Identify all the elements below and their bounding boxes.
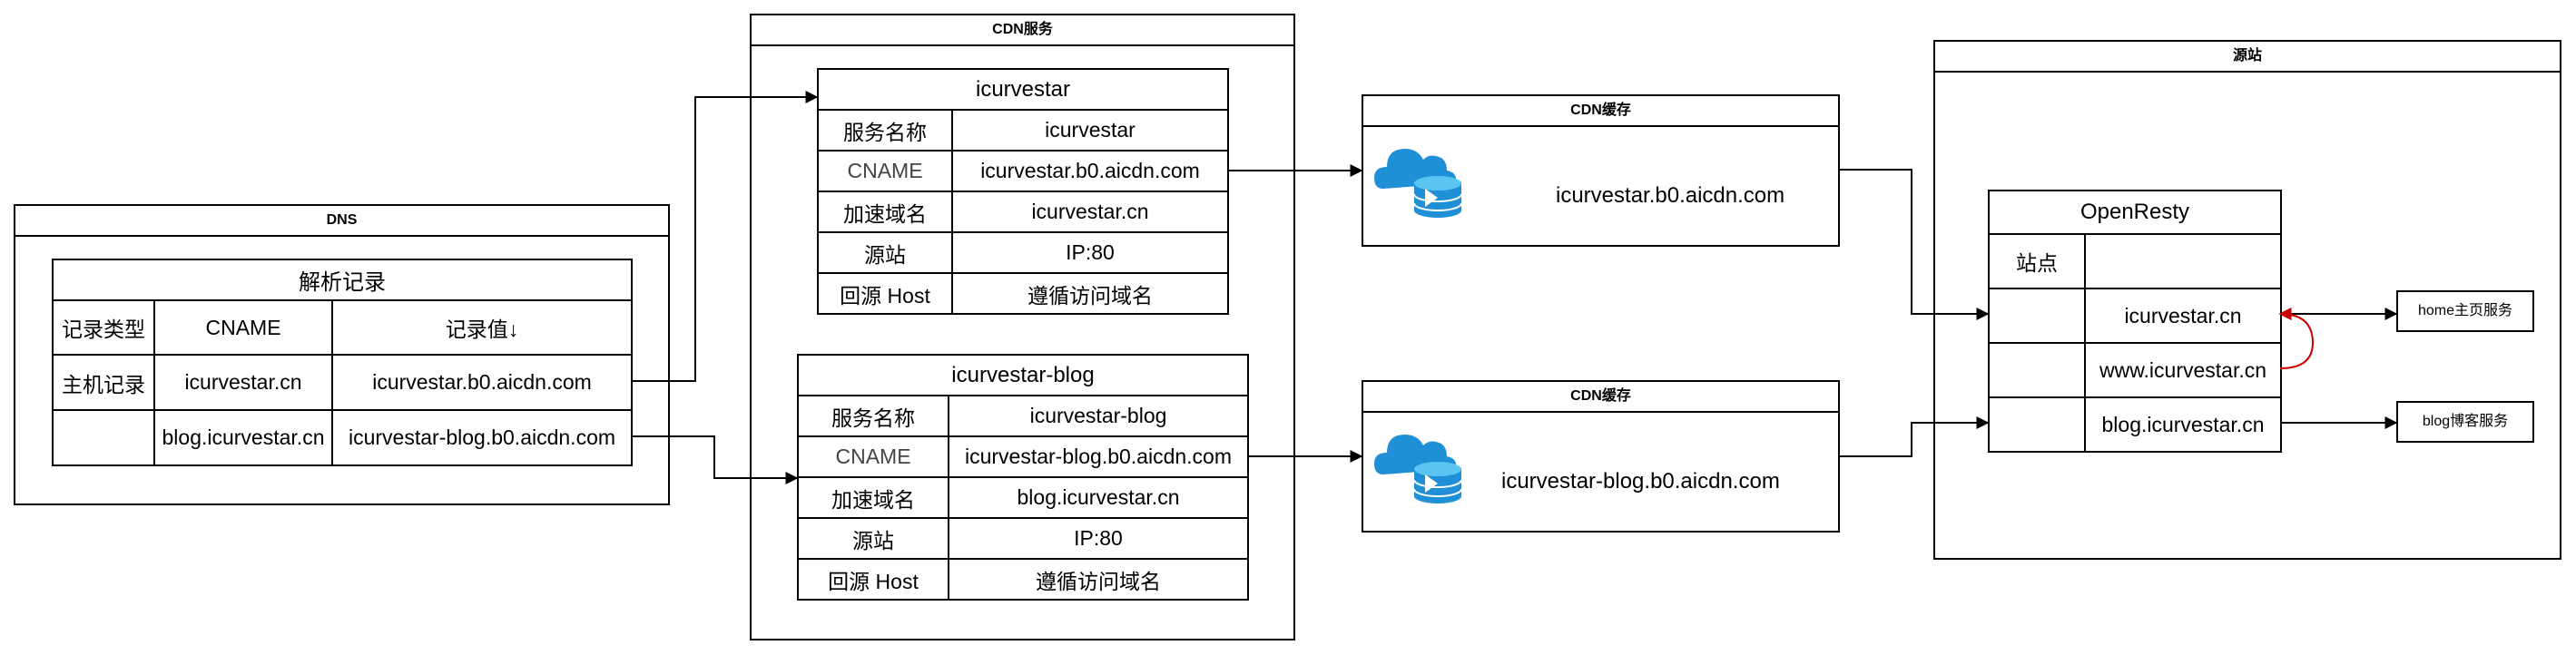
dns-col-type: 记录类型	[52, 299, 155, 356]
service1-value: icurvestar	[951, 109, 1229, 152]
dns-record-table: 解析记录 记录类型 CNAME 记录值↓ 主机记录 icurvestar.cn …	[51, 259, 634, 466]
service1-label: 源站	[817, 231, 953, 274]
site-row-www: www.icurvestar.cn	[2084, 342, 2282, 398]
service1-label: 回源 Host	[817, 272, 953, 315]
cdn-cache-title-1: CDN缓存	[1363, 96, 1838, 127]
service1-value: 遵循访问域名	[951, 272, 1229, 315]
service2-label: 源站	[797, 517, 949, 560]
cdn-cache-group-1: CDN缓存 icurvestar.b0.aicdn.com	[1362, 94, 1840, 247]
cloud-cache-icon	[1374, 149, 1462, 218]
service2-label: 服务名称	[797, 395, 949, 437]
service1-value: IP:80	[951, 231, 1229, 274]
dns-row1-value: icurvestar.b0.aicdn.com	[330, 354, 634, 411]
dns-col-value: 记录值↓	[330, 299, 634, 356]
cdn-cache-title-2: CDN缓存	[1363, 382, 1838, 413]
service1-label: 服务名称	[817, 109, 953, 152]
service2-value: icurvestar-blog.b0.aicdn.com	[948, 435, 1249, 478]
openresty-title: OpenResty	[1988, 190, 2282, 235]
blog-service-box: blog博客服务	[2396, 401, 2534, 443]
service2-label: CNAME	[797, 435, 949, 478]
service2-value: blog.icurvestar.cn	[948, 476, 1249, 519]
edge-dns-to-service2	[631, 435, 799, 484]
service1-label: 加速域名	[817, 191, 953, 233]
openresty-table: OpenResty 站点 icurvestar.cn www.icurvesta…	[1988, 190, 2282, 453]
service2-value: icurvestar-blog	[948, 395, 1249, 437]
dns-row2-cname: blog.icurvestar.cn	[153, 409, 333, 466]
origin-title: 源站	[1935, 42, 2560, 73]
service2-value: IP:80	[948, 517, 1249, 560]
dns-row1-type: 主机记录	[52, 354, 155, 411]
service1-label: CNAME	[817, 150, 953, 192]
dns-row1-cname: icurvestar.cn	[153, 354, 333, 411]
cdn-cache-group-2: CDN缓存 icurvestar-blog.b0.aicdn.com	[1362, 380, 1840, 533]
cdn-service-title: CDN服务	[752, 15, 1293, 46]
dns-table-title: 解析记录	[51, 259, 634, 301]
site-row-main: icurvestar.cn	[2084, 288, 2282, 344]
service1-name: icurvestar	[817, 68, 1229, 111]
cdn-cache-value-1: icurvestar.b0.aicdn.com	[1556, 183, 1785, 208]
site-label: 站点	[1988, 233, 2086, 289]
site-row-blog: blog.icurvestar.cn	[2084, 396, 2282, 453]
edge-cache2-to-origin	[1840, 416, 1990, 457]
dns-row2-value: icurvestar-blog.b0.aicdn.com	[330, 409, 634, 466]
service1-value: icurvestar.cn	[951, 191, 1229, 233]
dns-title: DNS	[15, 206, 668, 237]
service2-name: icurvestar-blog	[797, 354, 1249, 396]
service2-value: 遵循访问域名	[948, 558, 1249, 601]
cloud-cache-icon	[1374, 435, 1462, 503]
service1-value: icurvestar.b0.aicdn.com	[951, 150, 1229, 192]
edge-www-redirect	[2278, 308, 2315, 369]
service2-label: 加速域名	[797, 476, 949, 519]
edge-cache1-to-origin	[1840, 169, 1990, 320]
dns-row2-type	[52, 409, 155, 466]
dns-col-cname: CNAME	[153, 299, 333, 356]
home-service-box: home主页服务	[2396, 290, 2534, 332]
service2-label: 回源 Host	[797, 558, 949, 601]
cdn-cache-value-2: icurvestar-blog.b0.aicdn.com	[1501, 469, 1780, 494]
edge-dns-to-service1	[631, 91, 819, 382]
